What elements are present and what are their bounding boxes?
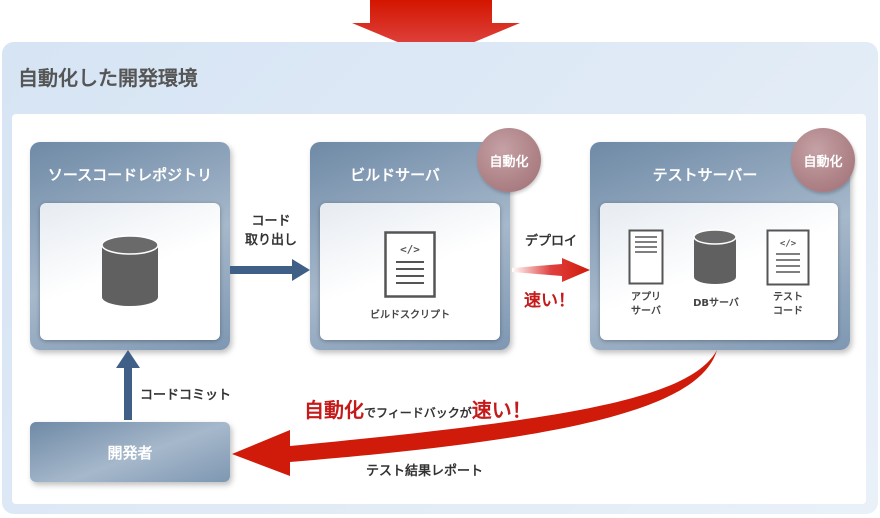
automation-badge: 自動化 bbox=[477, 128, 541, 192]
build-script-label: ビルドスクリプト bbox=[370, 310, 450, 321]
feedback-caption: 自動化でフィードバックが速い！ bbox=[304, 394, 532, 423]
test-report-label: テスト結果レポート bbox=[366, 464, 484, 479]
svg-text:</>: </> bbox=[780, 239, 797, 249]
fast-label: 速い！ bbox=[524, 291, 575, 311]
developer-box: 開発者 bbox=[30, 422, 230, 482]
db-server-icon bbox=[693, 229, 737, 284]
deploy-label: デプロイ bbox=[524, 234, 577, 249]
feedback-automation: 自動化 bbox=[304, 398, 364, 422]
feedback-fast: 速い！ bbox=[471, 398, 532, 422]
app-server-icon bbox=[628, 229, 664, 285]
automation-badge: 自動化 bbox=[791, 128, 855, 192]
build-title: ビルドサーバ bbox=[350, 166, 440, 184]
script-document-icon: </> bbox=[384, 231, 436, 298]
source-repository-box: ソースコードレポジトリ bbox=[30, 142, 230, 350]
test-title: テストサーバー bbox=[652, 166, 758, 184]
repo-title: ソースコードレポジトリ bbox=[47, 166, 213, 184]
developer-label: 開発者 bbox=[107, 444, 153, 462]
test-code-label: テスト コード bbox=[773, 292, 803, 317]
svg-text:</>: </> bbox=[400, 243, 420, 256]
test-code-icon: </> bbox=[766, 229, 810, 286]
feedback-text: でフィードバックが bbox=[364, 406, 472, 420]
panel-title: 自動化した開発環境 bbox=[18, 66, 198, 90]
checkout-label: コード 取り出し bbox=[244, 214, 297, 248]
build-server-box: ビルドサーバ </> ビルドスクリプト bbox=[310, 142, 510, 350]
database-icon bbox=[101, 235, 159, 306]
db-server-label: DBサーバ bbox=[693, 298, 739, 309]
app-server-label: アプリ サーバ bbox=[631, 292, 661, 317]
commit-label: コードコミット bbox=[140, 388, 232, 403]
